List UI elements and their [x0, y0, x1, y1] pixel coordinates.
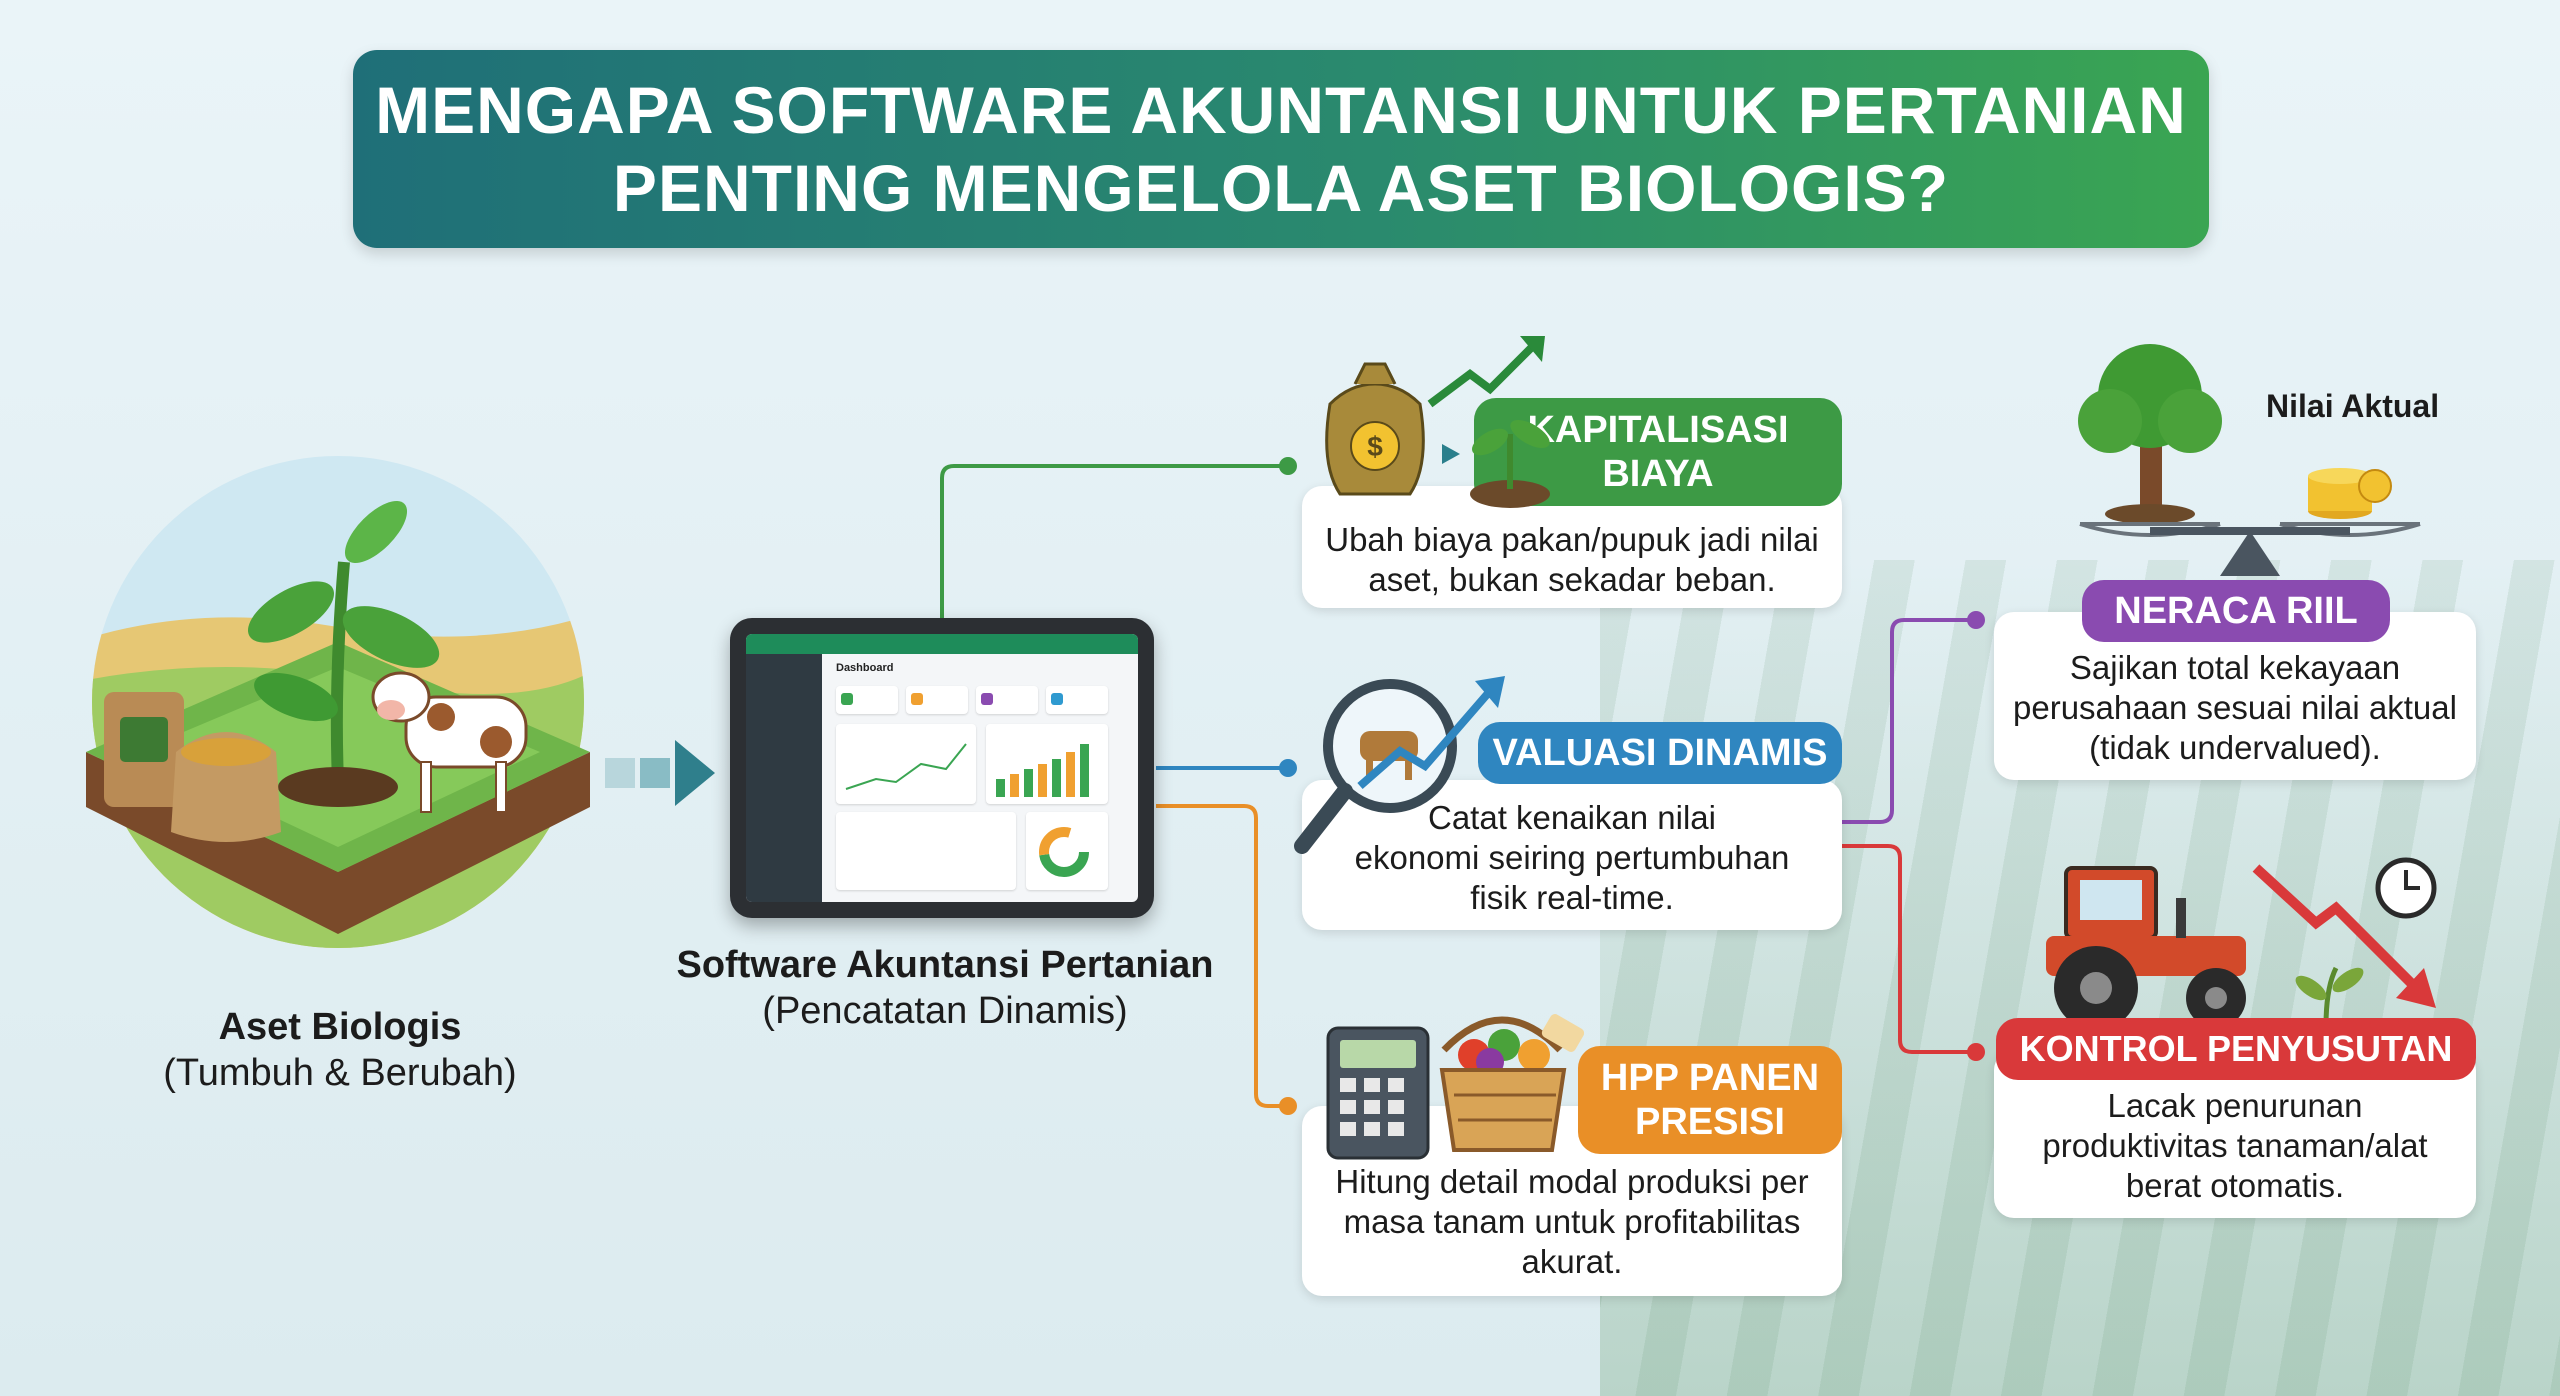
benefit-text: Catat kenaikan nilai	[1427, 799, 1716, 836]
title-line-1: MENGAPA SOFTWARE AKUNTANSI UNTUK PERTANI…	[375, 73, 2187, 147]
benefit-label-valuation: VALUASI DINAMIS	[1478, 722, 1842, 784]
outcome-label-text: KONTROL PENYUSUTAN	[2019, 1028, 2453, 1069]
outcome-text: Lacak penurunan	[2107, 1087, 2363, 1124]
bar-chart-panel	[986, 724, 1108, 804]
capitalization-icons: $	[1325, 336, 1550, 508]
kpi-card	[906, 686, 968, 714]
kpi-card	[836, 686, 898, 714]
benefit-label-line: HPP PANEN	[1600, 1057, 1820, 1099]
outcome-text: berat otomatis.	[2125, 1167, 2345, 1204]
outcome-text: perusahaan sesuai nilai aktual	[2013, 689, 2457, 726]
flow-arrow-icon	[605, 740, 715, 806]
software-tablet: Dashboard	[730, 618, 1154, 918]
title-banner: MENGAPA SOFTWARE AKUNTANSI UNTUK PERTANI…	[353, 50, 2209, 248]
coins-icon	[2308, 468, 2392, 519]
dashboard-topbar	[746, 634, 1138, 654]
benefit-text: ekonomi seiring pertumbuhan	[1354, 839, 1790, 876]
outcome-label-depreciation: KONTROL PENYUSUTAN	[1996, 1018, 2476, 1080]
benefit-text: Ubah biaya pakan/pupuk jadi nilai	[1325, 521, 1819, 558]
benefit-card-capitalization: Ubah biaya pakan/pupuk jadi nilai aset, …	[1302, 486, 1842, 608]
outcome-label-balance: NERACA RIIL	[2082, 580, 2390, 642]
tractor-icon	[2046, 866, 2246, 1030]
line-chart-panel	[836, 724, 976, 804]
outcome-text: produktivitas tanaman/alat	[2042, 1127, 2428, 1164]
asset-title: Aset Biologis	[218, 1006, 462, 1048]
outcome-text: Sajikan total kekayaan	[2069, 649, 2401, 686]
outcome-text: (tidak undervalued).	[2089, 729, 2381, 766]
donut-panel	[1026, 812, 1108, 890]
seed-sack-icon	[104, 692, 281, 842]
benefit-label-line: BIAYA	[1602, 453, 1714, 495]
table-panel	[836, 812, 1016, 890]
asset-subtitle: (Tumbuh & Berubah)	[163, 1052, 517, 1094]
plant-icon	[248, 500, 440, 807]
growth-arrow-icon	[1427, 336, 1545, 464]
kpi-card	[1046, 686, 1108, 714]
tree-icon	[2078, 344, 2222, 524]
harvest-basket-icon	[1439, 1014, 1584, 1152]
hpp-icons	[1326, 1014, 1584, 1160]
down-arrow-icon	[2252, 864, 2436, 1008]
benefit-text: aset, bukan sekadar beban.	[1368, 561, 1776, 598]
clock-icon	[2375, 857, 2437, 919]
kpi-card	[976, 686, 1038, 714]
benefit-label-line: PRESISI	[1635, 1101, 1785, 1143]
money-bag-icon: $	[1325, 362, 1425, 496]
scale-label: Nilai Aktual	[2266, 388, 2440, 424]
sprout-icon	[1470, 420, 1550, 508]
magnifier-cow-icon	[1294, 676, 1505, 854]
benefit-text: masa tanam untuk profitabilitas	[1343, 1203, 1801, 1240]
outcome-card-balance: Sajikan total kekayaan perusahaan sesuai…	[1994, 612, 2476, 780]
calculator-icon	[1326, 1026, 1430, 1160]
benefit-text: akurat.	[1521, 1243, 1623, 1280]
balance-scale-illustration	[2078, 344, 2421, 576]
software-caption: Software Akuntansi Pertanian (Pencatatan…	[640, 942, 1250, 1034]
outcome-label-text: NERACA RIIL	[2114, 590, 2358, 632]
asset-caption: Aset Biologis (Tumbuh & Berubah)	[70, 1004, 610, 1096]
balance-scale-icon	[2079, 522, 2421, 576]
benefit-label-hpp: HPP PANEN PRESISI	[1578, 1046, 1842, 1154]
software-subtitle: (Pencatatan Dinamis)	[762, 990, 1128, 1032]
dashboard-screen: Dashboard	[746, 634, 1138, 902]
dashboard-title: Dashboard	[836, 662, 894, 674]
benefit-label-line: VALUASI DINAMIS	[1492, 732, 1828, 774]
biological-asset-illustration	[86, 456, 590, 948]
cow-icon	[371, 671, 528, 813]
software-title: Software Akuntansi Pertanian	[676, 944, 1214, 986]
dashboard-sidebar	[746, 654, 822, 902]
benefit-text: fisik real-time.	[1470, 879, 1674, 916]
benefit-label-line: KAPITALISASI	[1527, 409, 1789, 451]
svg-text:$: $	[1367, 431, 1383, 462]
benefit-text: Hitung detail modal produksi per	[1335, 1163, 1809, 1200]
title-line-2: PENTING MENGELOLA ASET BIOLOGIS?	[612, 151, 1950, 225]
depreciation-illustration	[2046, 857, 2437, 1038]
